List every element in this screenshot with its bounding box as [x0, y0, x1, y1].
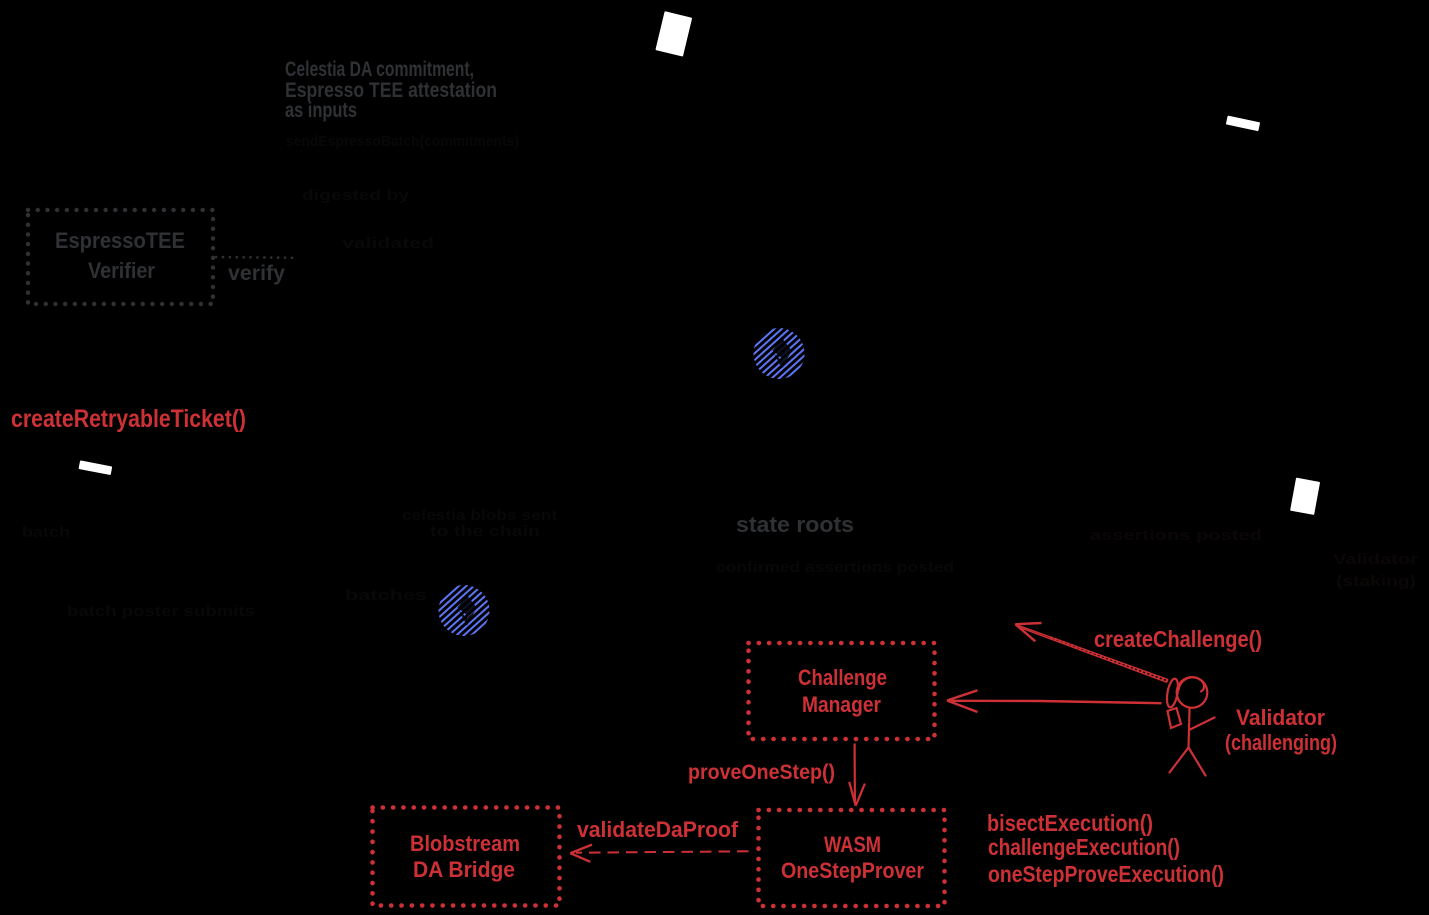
svg-text:sendEspressoBatch(commitments): sendEspressoBatch(commitments)	[286, 133, 519, 150]
svg-text:verify: verify	[228, 262, 285, 285]
svg-text:Celestia DA commitment,: Celestia DA commitment,	[285, 58, 474, 81]
svg-text:DA Bridge: DA Bridge	[413, 857, 515, 882]
svg-text:Validator: Validator	[1333, 551, 1418, 568]
svg-text:Challenge: Challenge	[798, 665, 887, 690]
svg-text:Espresso TEE attestation: Espresso TEE attestation	[285, 79, 497, 102]
svg-text:(staking): (staking)	[1336, 573, 1416, 590]
svg-text:oneStepProveExecution(): oneStepProveExecution()	[988, 861, 1224, 887]
svg-text:validateDaProof: validateDaProof	[577, 817, 739, 842]
svg-text:batch poster submits: batch poster submits	[67, 603, 255, 620]
svg-text:OneStepProver: OneStepProver	[781, 858, 924, 883]
svg-text:Manager: Manager	[802, 692, 881, 717]
svg-text:createRetryableTicket(): createRetryableTicket()	[11, 405, 246, 433]
svg-text:WASM: WASM	[824, 832, 881, 857]
svg-text:validated: validated	[342, 235, 434, 252]
svg-text:digested by: digested by	[302, 187, 410, 204]
svg-text:confirmed assertions posted: confirmed assertions posted	[716, 559, 954, 576]
svg-text:(challenging): (challenging)	[1225, 730, 1337, 755]
svg-text:Validator: Validator	[1236, 705, 1325, 730]
svg-text:to the chain: to the chain	[430, 523, 540, 540]
svg-text:state roots: state roots	[736, 512, 854, 537]
svg-text:as inputs: as inputs	[285, 99, 357, 122]
svg-text:createChallenge(): createChallenge()	[1094, 626, 1262, 652]
svg-text:assertions posted: assertions posted	[1090, 527, 1262, 544]
svg-text:Verifier: Verifier	[88, 258, 155, 283]
svg-text:Blobstream: Blobstream	[410, 831, 520, 856]
svg-text:challengeExecution(): challengeExecution()	[988, 834, 1180, 860]
svg-text:bisectExecution(): bisectExecution()	[987, 810, 1153, 836]
svg-text:celestia blobs sent: celestia blobs sent	[402, 507, 557, 524]
svg-text:batch: batch	[22, 524, 70, 541]
svg-text:EspressoTEE: EspressoTEE	[55, 228, 185, 253]
svg-text:proveOneStep(): proveOneStep()	[688, 761, 835, 784]
svg-text:batches: batches	[345, 587, 427, 604]
